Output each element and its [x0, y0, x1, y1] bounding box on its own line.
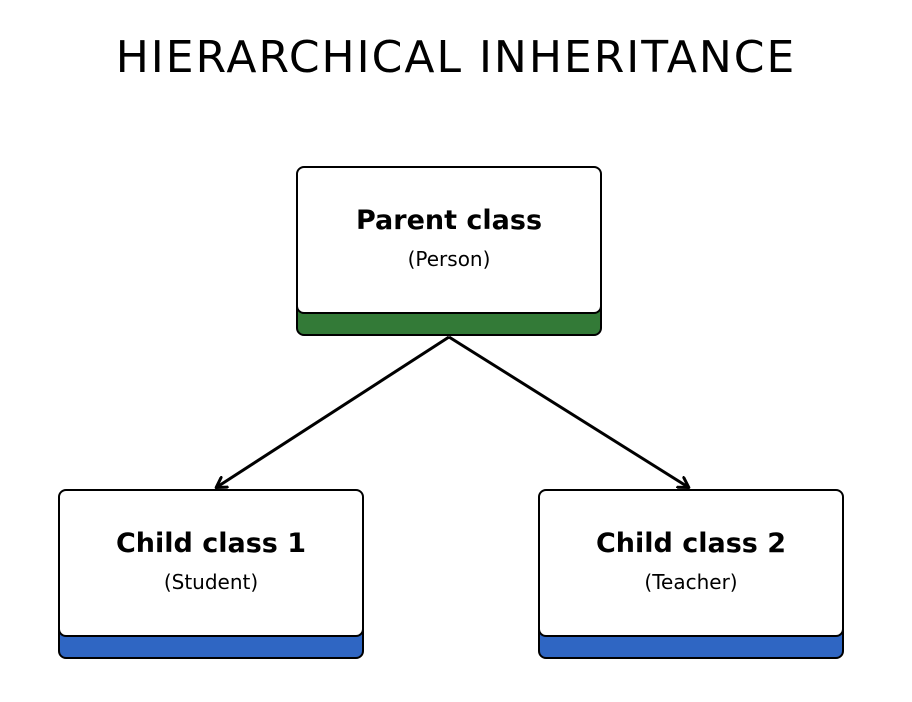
arrow-parent-to-child1: [217, 335, 450, 487]
parent-class-node: Parent class (Person): [296, 166, 602, 336]
child-class-1-name: Child class 1: [115, 528, 307, 559]
child-class-1-subtitle: (Student): [163, 570, 259, 594]
child-class-1-card: Child class 1 (Student): [58, 489, 364, 637]
child-class-2-node: Child class 2 (Teacher): [538, 489, 844, 659]
child-class-2-subtitle: (Teacher): [644, 570, 738, 594]
parent-class-card: Parent class (Person): [296, 166, 602, 314]
parent-class-name: Parent class: [355, 205, 543, 236]
arrow-parent-to-child2: [448, 335, 688, 487]
child-class-2-card: Child class 2 (Teacher): [538, 489, 844, 637]
child-class-1-node: Child class 1 (Student): [58, 489, 364, 659]
diagram-title: HIERARCHICAL INHERITANCE: [115, 32, 797, 83]
child-class-2-name: Child class 2: [595, 528, 787, 559]
parent-class-subtitle: (Person): [407, 247, 491, 271]
